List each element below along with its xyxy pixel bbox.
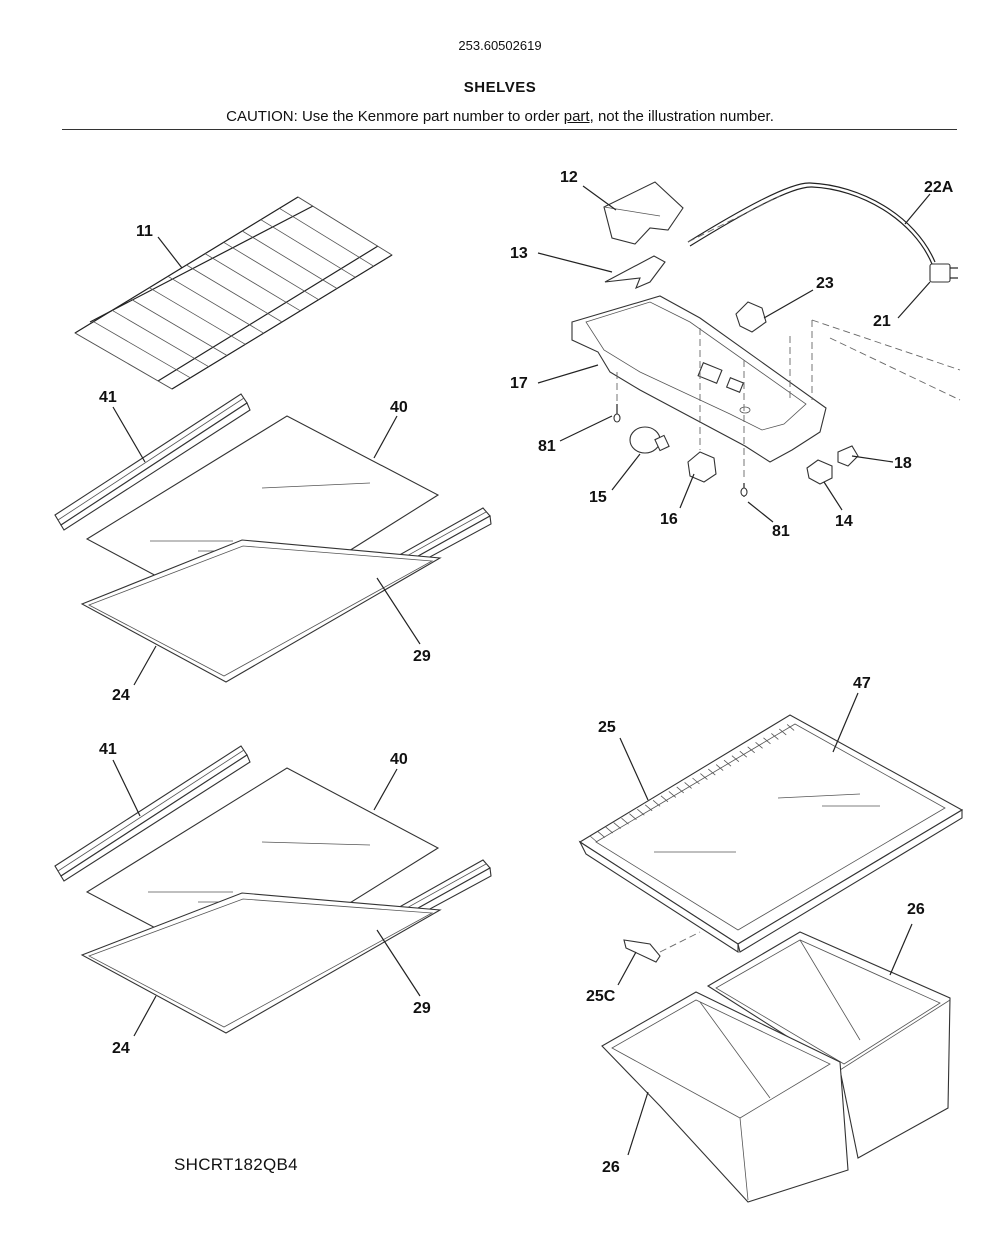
caution-prefix: CAUTION: Use the Kenmore part number to …	[226, 108, 564, 125]
harness-22a	[687, 182, 936, 265]
callout-81-right: 81	[772, 523, 790, 540]
drawer-26-front	[601, 991, 849, 1203]
wire-rung	[186, 264, 283, 323]
callout-24-lower: 24	[112, 1040, 130, 1057]
vent-slot	[597, 831, 606, 838]
callout-23: 23	[816, 275, 834, 292]
wire-rung	[297, 196, 393, 256]
callout-41-lower: 41	[99, 741, 117, 758]
vent-slot	[763, 737, 771, 745]
vent-slot	[708, 768, 716, 776]
wire-rung	[130, 298, 228, 356]
bracket-13	[604, 255, 666, 290]
callout-29-lower: 29	[413, 1000, 431, 1017]
callout-12: 12	[560, 169, 578, 186]
callout-18: 18	[894, 455, 912, 472]
crisper-glass-47	[654, 793, 880, 853]
wire-rung	[74, 332, 173, 390]
vent-slot	[778, 728, 787, 736]
callout-26-back: 26	[907, 901, 925, 918]
wire-rung	[149, 287, 246, 345]
vent-slot	[747, 746, 755, 754]
vent-slot	[755, 742, 763, 749]
slide-25c	[623, 931, 701, 963]
cover-12	[603, 181, 684, 245]
switch-23	[735, 301, 767, 333]
model-number: 253.60502619	[458, 38, 542, 53]
callout-25c: 25C	[586, 988, 616, 1005]
callout-40-upper: 40	[390, 399, 408, 416]
callout-47: 47	[853, 675, 871, 692]
screw-81-a	[613, 404, 621, 423]
wire-rung	[242, 230, 338, 289]
callout-labels: 11 41 40 29 24 41 40 29 24 12 13 17 81 1…	[99, 169, 954, 1176]
callout-40-lower: 40	[390, 751, 408, 768]
vent-slot	[629, 813, 637, 820]
alignment-lines-upper	[616, 195, 961, 480]
trim-41-upper	[54, 393, 251, 531]
vent-slot	[715, 764, 724, 771]
callout-26-front: 26	[602, 1159, 620, 1176]
trim-41-lower	[54, 745, 251, 882]
callout-13: 13	[510, 245, 528, 262]
vent-slot	[637, 808, 645, 816]
vent-slot	[692, 777, 700, 785]
vent-slot	[613, 822, 621, 829]
clip-18	[837, 445, 859, 467]
vent-slot	[731, 755, 740, 762]
callout-22a: 22A	[924, 179, 954, 196]
vent-slot	[660, 795, 669, 803]
vent-slot	[605, 826, 614, 834]
page-title: SHELVES	[463, 79, 537, 96]
wire-rung	[204, 253, 301, 312]
frame-24-lower	[80, 892, 442, 1034]
vent-slot	[589, 835, 598, 843]
vent-slot	[676, 786, 684, 794]
vent-slot	[652, 800, 661, 807]
callout-14: 14	[835, 513, 853, 530]
switch-14	[806, 459, 833, 485]
bulb-15	[629, 426, 670, 454]
callout-25: 25	[598, 719, 616, 736]
crisper-frame-25	[578, 714, 964, 954]
callout-81-left: 81	[538, 438, 556, 455]
vent-slot	[771, 733, 779, 740]
callout-41-upper: 41	[99, 389, 117, 406]
vent-slot	[684, 782, 692, 789]
callout-16: 16	[660, 511, 678, 528]
caution-note: CAUTION: Use the Kenmore part number to …	[0, 108, 1000, 125]
header-divider	[62, 129, 957, 130]
wire-shelf-11	[74, 196, 393, 390]
wire-rung	[93, 321, 191, 379]
wire-rung	[260, 219, 356, 278]
callout-15: 15	[589, 489, 607, 506]
vent-slot	[723, 759, 732, 767]
callout-24-upper: 24	[112, 687, 130, 704]
caution-suffix: , not the illustration number.	[589, 108, 774, 125]
wire-rung	[167, 275, 264, 334]
wire-rung	[111, 309, 209, 368]
callout-11: 11	[136, 223, 153, 240]
vent-slot	[668, 791, 677, 798]
frame-24-upper	[80, 539, 442, 683]
callout-17: 17	[510, 375, 528, 392]
model-code: SHCRT182QB4	[174, 1155, 298, 1174]
screw-81-b	[740, 483, 748, 497]
wire-rung	[279, 207, 374, 267]
housing-17	[571, 295, 827, 463]
wire-rung	[223, 241, 319, 301]
vent-slot	[621, 817, 629, 825]
vent-slot	[644, 804, 653, 812]
drawer-26-back	[706, 931, 951, 1159]
leader-lines	[112, 185, 931, 1156]
callout-21: 21	[873, 313, 891, 330]
socket-16	[687, 451, 717, 483]
plug-21	[929, 263, 958, 283]
vent-slot	[700, 773, 708, 780]
vent-slot	[739, 750, 748, 758]
vent-slot	[786, 724, 795, 731]
callout-29-upper: 29	[413, 648, 431, 665]
caution-part-link: part	[563, 108, 590, 125]
